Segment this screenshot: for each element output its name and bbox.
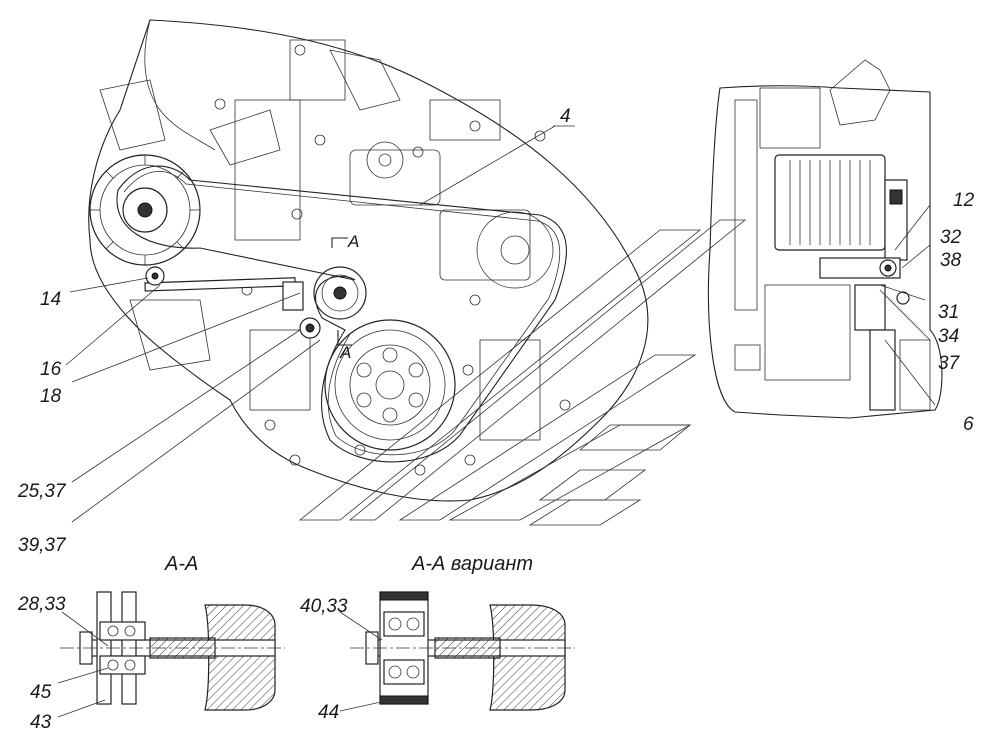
label-39-37: 39,37 xyxy=(18,535,67,556)
label-16: 16 xyxy=(40,359,62,380)
section-title-main: А-А xyxy=(164,553,198,575)
engine-side-view xyxy=(707,59,943,419)
label-28-33: 28,33 xyxy=(17,594,66,615)
label-37: 37 xyxy=(938,353,961,374)
section-cut-mark-bottom: A xyxy=(339,343,351,362)
section-cut-mark-top: A xyxy=(347,232,359,251)
label-38: 38 xyxy=(940,250,962,271)
label-34: 34 xyxy=(938,326,959,347)
engine-front-view: A A xyxy=(88,19,649,502)
label-12: 12 xyxy=(953,190,975,211)
label-14: 14 xyxy=(40,289,61,310)
label-6: 6 xyxy=(963,414,974,435)
label-32: 32 xyxy=(940,227,962,248)
part-labels: 4 12 32 38 31 34 37 6 14 16 18 25,37 39,… xyxy=(17,106,975,733)
section-a-a-variant xyxy=(350,591,575,711)
section-title-variant: А-А вариант xyxy=(411,553,533,575)
leader-lines xyxy=(57,125,936,718)
label-18: 18 xyxy=(40,386,62,407)
watermark-logo xyxy=(298,219,747,526)
label-40-33: 40,33 xyxy=(300,596,348,617)
label-25-37: 25,37 xyxy=(17,481,67,502)
label-45: 45 xyxy=(30,682,52,703)
label-31: 31 xyxy=(938,302,959,323)
section-a-a xyxy=(60,591,285,711)
label-44: 44 xyxy=(318,702,339,723)
label-4: 4 xyxy=(560,106,571,127)
label-43: 43 xyxy=(30,712,52,733)
